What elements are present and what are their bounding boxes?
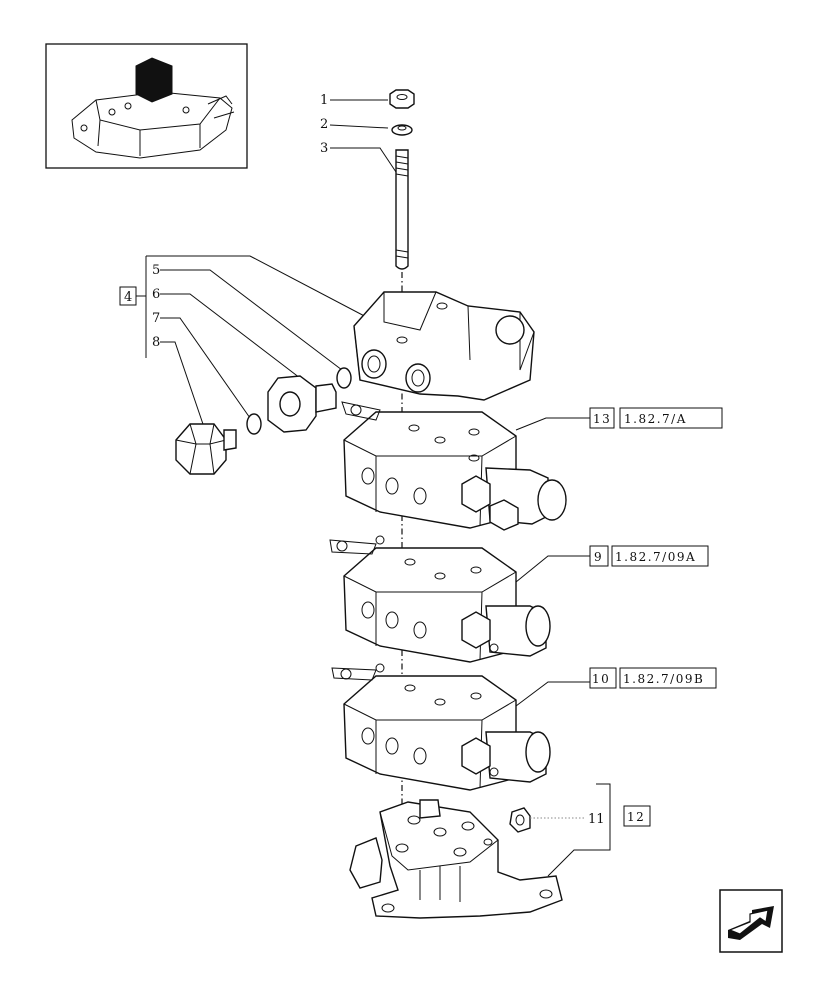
leader-lines-top: [329, 99, 401, 179]
leader-lines-left: [146, 255, 373, 431]
fitting-6: [267, 375, 337, 433]
callout-3: 3: [320, 141, 328, 156]
ref-13-code: 1.82.7/A: [624, 412, 687, 426]
callout-2: 2: [320, 117, 328, 132]
group-4-bracket: [119, 256, 147, 358]
valve-section-13: [341, 401, 567, 531]
ref-10-code: 1.82.7/09B: [623, 672, 704, 686]
callout-5: 5: [152, 263, 160, 278]
o-ring-7: [246, 413, 262, 435]
ref-9[interactable]: 9 1.82.7/09A: [589, 545, 709, 567]
ref-10[interactable]: 10 1.82.7/09B: [589, 667, 717, 689]
locator-thumbnail[interactable]: [45, 43, 248, 169]
ref-13[interactable]: 13 1.82.7/A: [589, 407, 723, 429]
callout-6: 6: [152, 287, 160, 302]
callout-8: 8: [152, 335, 160, 350]
callout-11: 11: [588, 812, 605, 827]
inlet-cover-11: [349, 799, 563, 919]
valve-end-cover: [353, 291, 535, 401]
callout-9-leader: [515, 555, 590, 583]
valve-section-10: [331, 663, 551, 791]
stud-part: [395, 149, 409, 270]
callout-9: 9: [594, 550, 603, 564]
callout-10: 10: [592, 672, 610, 686]
nut-part: [389, 89, 415, 109]
callout-13: 13: [593, 412, 611, 426]
nav-arrow-button[interactable]: [719, 889, 783, 953]
o-ring-5: [336, 367, 352, 389]
callout-7: 7: [152, 311, 160, 326]
tractor-lift-cover-icon: [71, 57, 235, 159]
ref-9-code: 1.82.7/09A: [615, 550, 696, 564]
plug-8: [175, 423, 237, 475]
washer-part: [391, 124, 413, 136]
plug-11-part: [509, 807, 531, 833]
valve-section-9: [329, 535, 551, 663]
callout-10-leader: [515, 681, 590, 707]
callout-1: 1: [320, 93, 328, 108]
arrow-navigation-icon: [728, 906, 774, 940]
callout-12: 12: [627, 810, 645, 824]
callout-13-leader: [515, 417, 590, 431]
callout-11-12-leaders: [530, 783, 611, 877]
ref-12[interactable]: 12: [623, 805, 651, 827]
callout-4: 4: [124, 290, 132, 305]
